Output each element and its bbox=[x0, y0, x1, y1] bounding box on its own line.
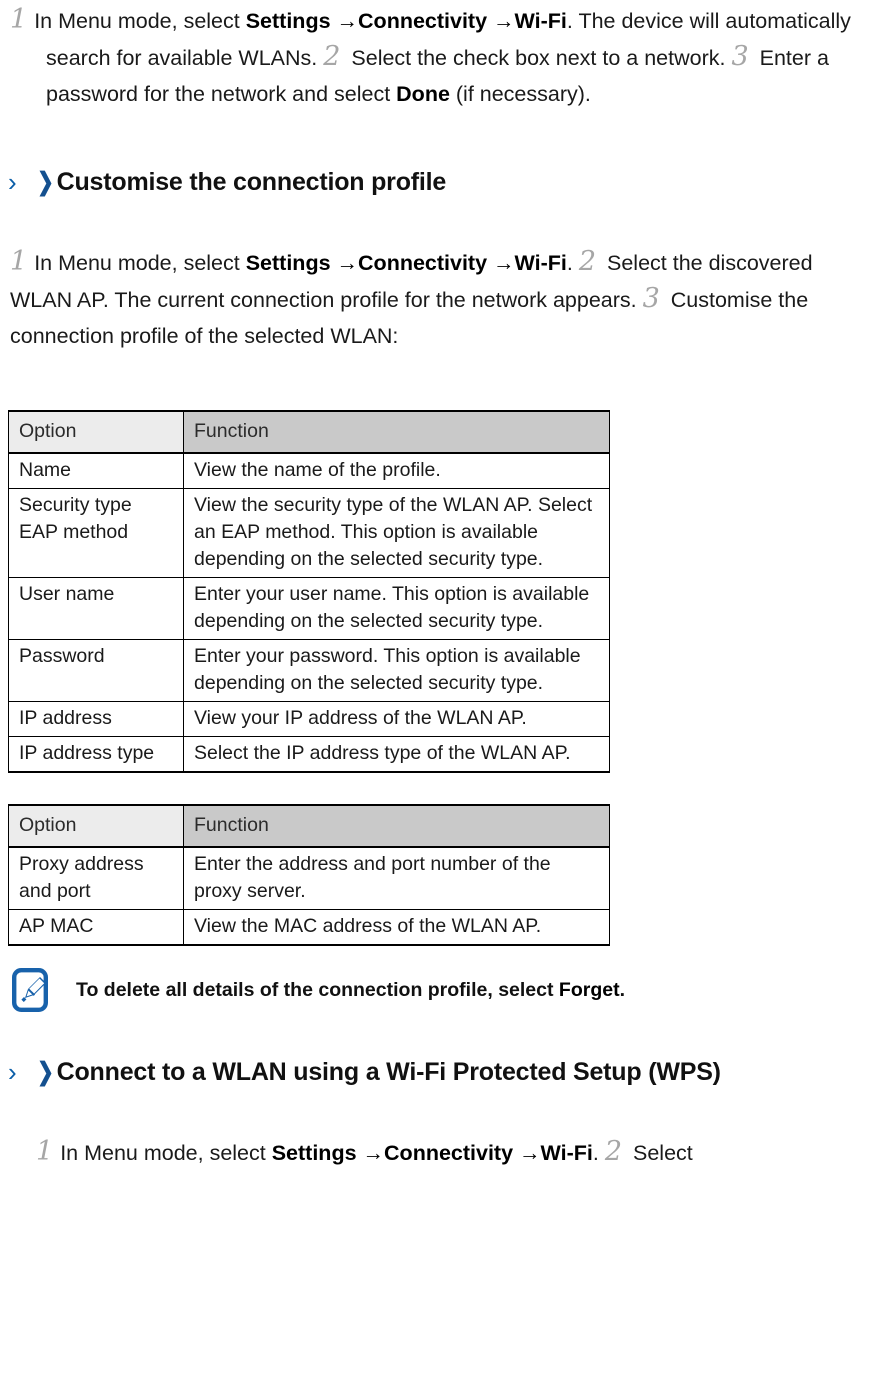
arrow-icon-1: → bbox=[356, 1141, 385, 1165]
arrow-icon-2: → bbox=[487, 251, 515, 275]
menu-connectivity-label: Connectivity bbox=[358, 9, 488, 33]
cell-option: User name bbox=[8, 576, 184, 640]
table-gap-spacer bbox=[0, 773, 882, 804]
cell-option: IP address bbox=[8, 700, 184, 737]
step-2-text: Select the check box next to a network. bbox=[345, 46, 732, 70]
table-row: User name Enter your user name. This opt… bbox=[8, 576, 610, 640]
menu-done-label: Done bbox=[396, 82, 450, 106]
cell-option: IP address type bbox=[8, 735, 184, 773]
cell-function: View your IP address of the WLAN AP. bbox=[183, 700, 610, 737]
menu-connectivity-label: Connectivity bbox=[384, 1141, 514, 1165]
table-body: Proxy address and port Enter the address… bbox=[8, 846, 610, 946]
table-row: IP address type Select the IP address ty… bbox=[8, 735, 610, 773]
spacer bbox=[0, 134, 882, 168]
cell-function: Enter your password. This option is avai… bbox=[183, 638, 610, 702]
menu-wifi-label: Wi-Fi bbox=[540, 1141, 593, 1165]
option-table-two: Option Function Proxy address and port E… bbox=[8, 803, 610, 946]
table-row: Name View the name of the profile. bbox=[8, 452, 610, 489]
cell-option: Name bbox=[8, 452, 184, 489]
column-header-function: Function bbox=[183, 409, 610, 454]
spacer bbox=[0, 376, 882, 410]
cell-option: Security type EAP method bbox=[8, 487, 184, 578]
cell-function: Select the IP address type of the WLAN A… bbox=[183, 735, 610, 773]
step-1-text-b: . The device will automatically search f… bbox=[46, 9, 851, 70]
note-text-a: To delete all details of the connection … bbox=[76, 978, 559, 1001]
table-row: Security type EAP method View the securi… bbox=[8, 487, 610, 578]
option-table-two-wrapper: Option Function Proxy address and port E… bbox=[0, 803, 882, 946]
note-text: To delete all details of the connection … bbox=[76, 977, 625, 1003]
step-3-text-a: Enter a password for the network and sel… bbox=[46, 46, 829, 106]
cell-function: View the name of the profile. bbox=[183, 452, 610, 489]
menu-connectivity-label: Connectivity bbox=[358, 251, 488, 275]
table-row: Proxy address and port Enter the address… bbox=[8, 846, 610, 910]
section-heading-customise: › ❯ Customise the connection profile bbox=[0, 168, 882, 197]
cell-function: View the MAC address of the WLAN AP. bbox=[183, 908, 610, 946]
chevron-right-bold-icon: ❯ bbox=[36, 1057, 54, 1086]
step-3-text-b: (if necessary). bbox=[449, 82, 591, 106]
column-header-option: Option bbox=[8, 409, 184, 454]
section-heading-wps: › ❯ Connect to a WLAN using a Wi-Fi Prot… bbox=[0, 1058, 882, 1087]
column-header-function: Function bbox=[183, 803, 610, 848]
menu-forget-label: Forget bbox=[558, 978, 620, 1001]
option-table-one-wrapper: Option Function Name View the name of th… bbox=[0, 409, 882, 773]
step-number-1: 1 bbox=[36, 1136, 54, 1167]
table-row: AP MAC View the MAC address of the WLAN … bbox=[8, 908, 610, 946]
menu-wifi-label: Wi-Fi bbox=[514, 9, 567, 33]
step-number-2: 2 bbox=[323, 41, 341, 72]
arrow-icon-1: → bbox=[330, 251, 359, 275]
chevron-right-thin-icon: › bbox=[8, 167, 17, 197]
note-block: To delete all details of the connection … bbox=[0, 967, 882, 1012]
cell-option: AP MAC bbox=[8, 908, 184, 946]
table-body: Name View the name of the profile. Secur… bbox=[8, 452, 610, 773]
arrow-icon-1: → bbox=[330, 9, 359, 33]
cell-function: View the security type of the WLAN AP. S… bbox=[183, 487, 610, 578]
step-1-text-a: In Menu mode, select bbox=[34, 9, 246, 33]
step-number-1: 1 bbox=[10, 246, 28, 277]
chevron-right-bold-icon: ❯ bbox=[36, 167, 54, 196]
spacer bbox=[0, 1012, 882, 1058]
section-heading-customise-label: Customise the connection profile bbox=[56, 167, 447, 196]
step-number-2: 2 bbox=[578, 246, 597, 277]
spacer bbox=[0, 197, 882, 223]
step-number-2: 2 bbox=[604, 1136, 623, 1167]
step-1-text-b: . bbox=[592, 1141, 605, 1165]
menu-settings-label: Settings bbox=[245, 9, 331, 33]
note-text-b: . bbox=[619, 978, 625, 1001]
table-row: IP address View your IP address of the W… bbox=[8, 700, 610, 737]
step-number-1: 1 bbox=[10, 4, 28, 35]
step-number-3: 3 bbox=[642, 283, 660, 314]
chevron-right-thin-icon: › bbox=[8, 1057, 17, 1087]
menu-wifi-label: Wi-Fi bbox=[514, 251, 567, 275]
step-2-text: Select the discovered WLAN AP. The curre… bbox=[10, 251, 813, 312]
column-header-option: Option bbox=[8, 803, 184, 848]
arrow-icon-2: → bbox=[487, 9, 515, 33]
cell-option: Password bbox=[8, 638, 184, 702]
menu-settings-label: Settings bbox=[245, 251, 331, 275]
section-heading-wps-label: Connect to a WLAN using a Wi-Fi Protecte… bbox=[56, 1057, 721, 1086]
arrow-icon-2: → bbox=[513, 1141, 541, 1165]
step-3-text: Customise the connection profile of the … bbox=[10, 288, 809, 348]
step-2-text: Select bbox=[627, 1141, 693, 1165]
menu-settings-label: Settings bbox=[271, 1141, 357, 1165]
step-number-3: 3 bbox=[731, 41, 749, 72]
table-row: Password Enter your password. This optio… bbox=[8, 638, 610, 702]
cell-function: Enter the address and port number of the… bbox=[183, 846, 610, 910]
table-header-row: Option Function bbox=[8, 409, 610, 454]
cell-option: Proxy address and port bbox=[8, 846, 184, 910]
step-1-text-a: In Menu mode, select bbox=[60, 1141, 272, 1165]
step-1-text-a: In Menu mode, select bbox=[34, 251, 246, 275]
note-pen-icon bbox=[12, 967, 49, 1012]
table-header-row: Option Function bbox=[8, 803, 610, 848]
step-1-text-b: . bbox=[566, 251, 579, 275]
spacer bbox=[0, 1087, 882, 1113]
cell-function: Enter your user name. This option is ava… bbox=[183, 576, 610, 640]
option-table-one: Option Function Name View the name of th… bbox=[8, 409, 610, 773]
